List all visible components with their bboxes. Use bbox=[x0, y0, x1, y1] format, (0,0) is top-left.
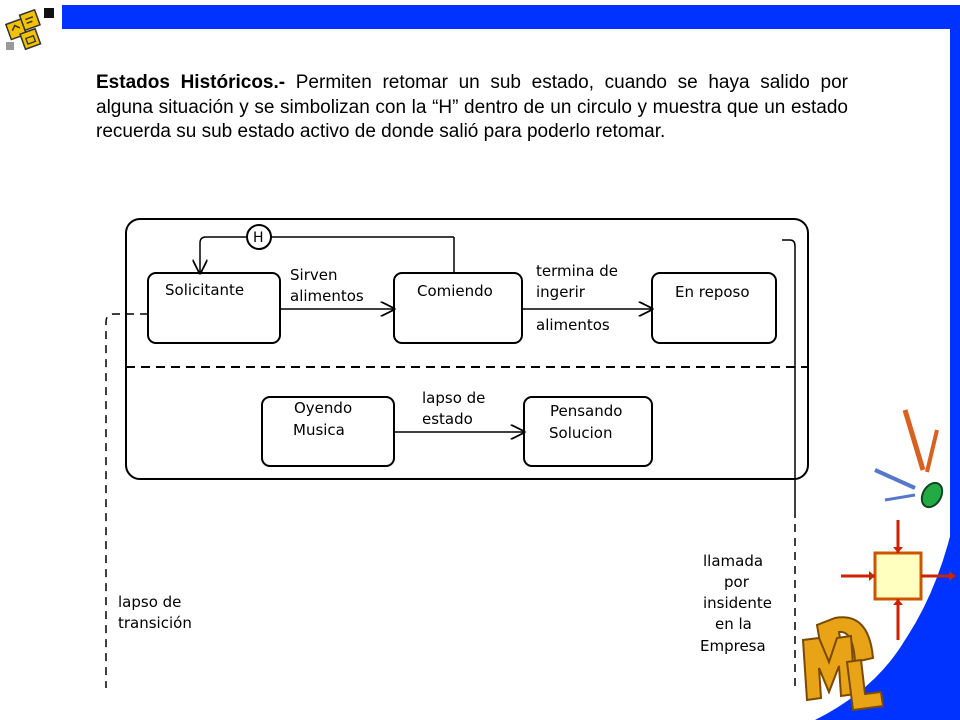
label-termina-line1: termina de bbox=[536, 262, 618, 280]
label-termina-line2: ingerir bbox=[536, 283, 586, 301]
arrow-burst-icon bbox=[874, 409, 944, 509]
state-comiendo-label: Comiendo bbox=[417, 282, 493, 300]
uml-decoration bbox=[801, 409, 960, 720]
state-solicitante-label: Solicitante bbox=[165, 281, 244, 299]
label-lapso-estado-line2: estado bbox=[422, 410, 473, 428]
blue-swoosh-icon bbox=[815, 490, 960, 720]
transition-llamada-incidente bbox=[782, 239, 796, 510]
paragraph-heading: Estados Históricos.- bbox=[96, 72, 286, 93]
paragraph-body: Permiten retomar un sub estado, cuando s… bbox=[96, 72, 848, 142]
composite-state-frame bbox=[125, 218, 809, 480]
state-diagram: Solicitante Comiendo En reposo Oyendo Mu… bbox=[92, 210, 816, 688]
label-sirven-line2: alimentos bbox=[290, 287, 364, 305]
transition-lapso-transicion bbox=[105, 313, 148, 688]
label-lapso-transicion-line2: transición bbox=[118, 614, 192, 632]
label-lapso-transicion-line1: lapso de bbox=[118, 593, 181, 611]
label-llamada-line5: Empresa bbox=[700, 637, 766, 655]
label-llamada-line1: llamada bbox=[703, 552, 763, 570]
right-blue-bar bbox=[950, 24, 960, 720]
state-pensando-label-1: Pensando bbox=[550, 402, 622, 420]
uml-letters-logo-icon bbox=[801, 616, 885, 712]
abc-blocks-logo-icon bbox=[4, 8, 54, 51]
label-llamada-line2: por bbox=[724, 573, 750, 591]
state-oyendo-label-2: Musica bbox=[293, 421, 345, 439]
label-lapso-estado-line1: lapso de bbox=[422, 389, 485, 407]
state-solicitante bbox=[147, 272, 281, 344]
label-llamada-line4: en la bbox=[715, 615, 752, 633]
state-pensando-label-2: Solucion bbox=[549, 424, 612, 442]
label-llamada-line3: insidente bbox=[703, 594, 772, 612]
top-blue-bar bbox=[62, 5, 960, 29]
state-en-reposo-label: En reposo bbox=[675, 283, 750, 301]
label-termina-line3: alimentos bbox=[536, 316, 610, 334]
history-return-line bbox=[200, 236, 247, 273]
history-states-paragraph: Estados Históricos.- Permiten retomar un… bbox=[96, 71, 848, 145]
uml-box-icon bbox=[841, 520, 955, 640]
history-symbol: H bbox=[253, 230, 264, 246]
state-oyendo-label-1: Oyendo bbox=[294, 399, 352, 417]
label-sirven-line1: Sirven bbox=[290, 266, 337, 284]
